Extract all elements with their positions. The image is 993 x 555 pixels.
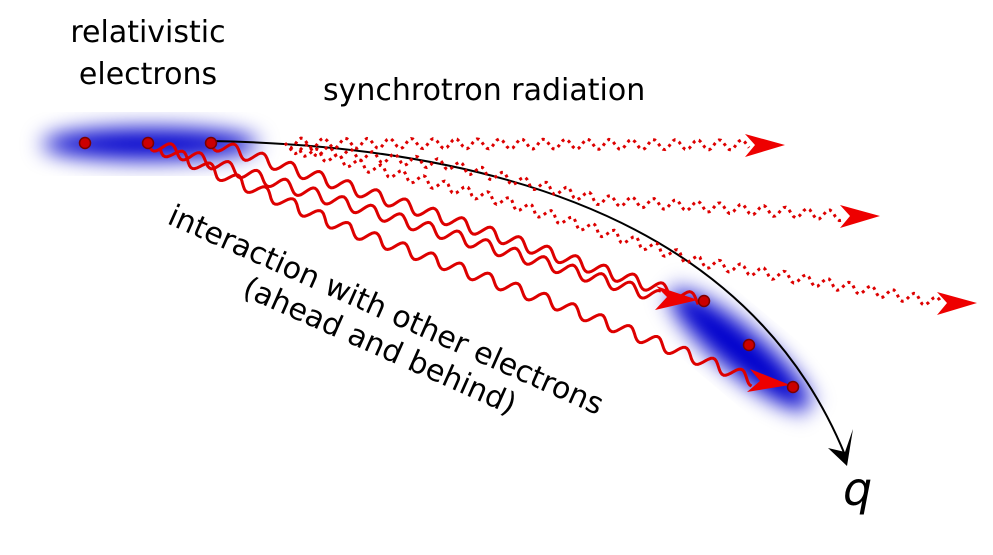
radiation-wave-middle: [288, 143, 845, 223]
radiation-arrowheads: [745, 134, 977, 315]
radiation-label: synchrotron radiation: [323, 73, 645, 108]
electron-dot-icon: [204, 136, 218, 150]
electron-dot-icon: [697, 294, 711, 308]
interaction-waves: [146, 142, 753, 388]
electron-dot-icon: [742, 338, 756, 352]
trajectory-arrowhead-icon: [828, 429, 853, 466]
interaction-wave-1: [146, 142, 662, 300]
electron-dot-icon: [786, 380, 800, 394]
electrons-label-line1: relativistic: [70, 15, 225, 50]
radiation-arrowhead-middle-icon: [840, 205, 880, 228]
electron-dot-icon: [78, 136, 92, 150]
interaction-wave-2: [209, 142, 700, 305]
interaction-arrowheads: [655, 286, 790, 392]
interaction-arrowhead-upper-icon: [655, 286, 698, 310]
electrons-label-line2: electrons: [79, 57, 217, 92]
radiation-arrowhead-bottom-icon: [937, 292, 977, 315]
interaction-label-line1: interaction with other electrons: [163, 198, 609, 422]
coordinate-label: q: [843, 462, 872, 516]
electron-dots: [78, 136, 800, 394]
radiation-wave-top: [283, 136, 751, 152]
radiation-arrowhead-top-icon: [745, 134, 785, 157]
radiation-waves: [283, 136, 943, 307]
electron-dot-icon: [141, 136, 155, 150]
radiation-wave-bottom: [298, 147, 943, 307]
trajectory-curve: [209, 140, 846, 456]
interaction-arrowhead-lower-icon: [747, 369, 790, 392]
interaction-wave-3: [158, 147, 753, 388]
